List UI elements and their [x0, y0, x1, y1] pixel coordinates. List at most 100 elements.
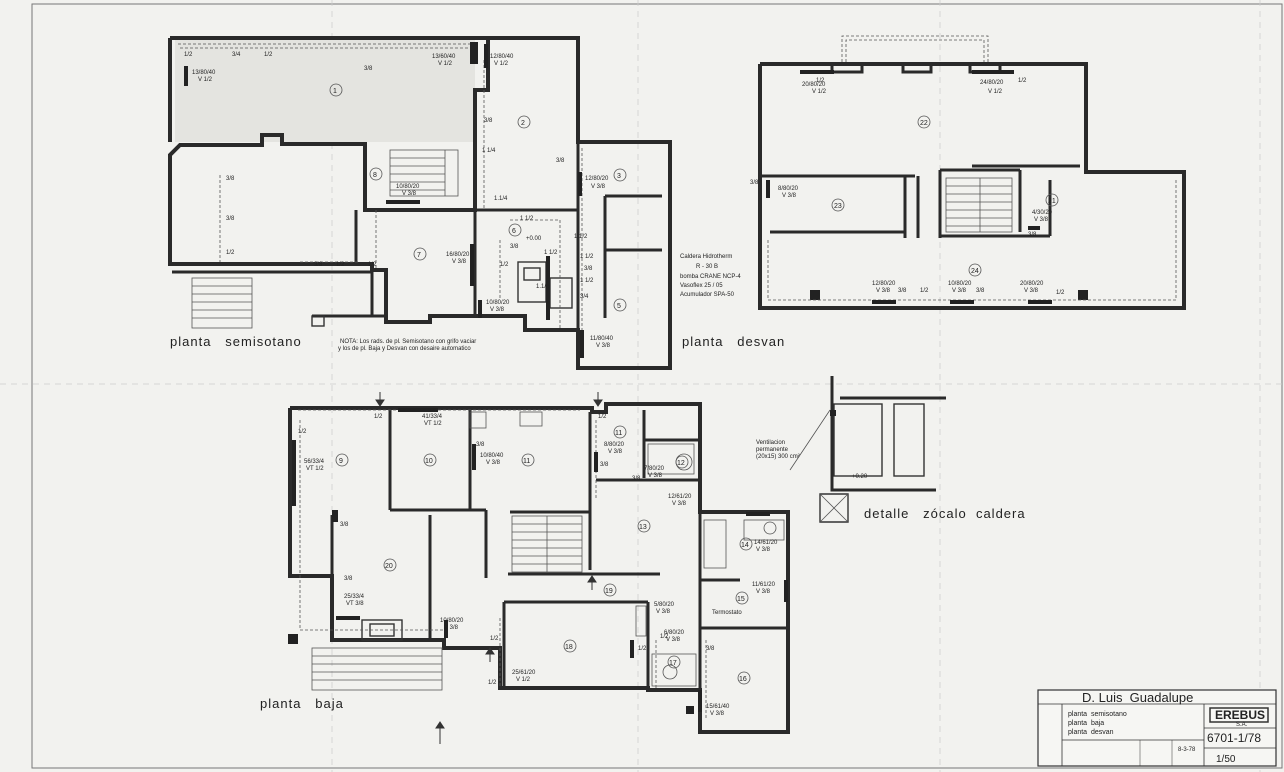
- drawing-label: 1/2: [374, 414, 383, 420]
- drawing-label: 3/8: [1028, 232, 1037, 238]
- drawing-label: 1/2: [368, 262, 377, 268]
- plan-baja: 9 10 11 11 12 13 14 15 16 17 18 19 20 56…: [260, 392, 790, 744]
- drawing-label: 25/33/4: [344, 594, 365, 600]
- radiator-spec: 13/60/40: [432, 54, 456, 60]
- drawing-label: 11: [523, 458, 530, 465]
- radiators-baja: [292, 408, 788, 712]
- drawing-label: 8/80/20: [778, 186, 799, 192]
- drawing-label: 14: [741, 542, 749, 549]
- drawing-label: 10/80/40: [480, 453, 504, 459]
- radiator-spec: V 1/2: [198, 77, 213, 83]
- drawing-label: Vasoflex 25 / 05: [680, 283, 723, 289]
- drawing-label: 11: [615, 430, 622, 437]
- drawing-label: 4/30/20: [1032, 210, 1053, 216]
- drawing-label: 3/8: [476, 442, 485, 448]
- semisotano-note-line-1: NOTA: Los rads. de pl. Semisotano con gr…: [340, 339, 476, 345]
- drawing-label: permanente: [756, 447, 789, 453]
- drawing-label: 3/8: [226, 176, 235, 182]
- drawing-label: 1/2: [488, 680, 497, 686]
- drawing-label: 3/8: [600, 462, 609, 468]
- pipe-network-baja: [298, 409, 707, 720]
- exterior-steps-baja: [311, 647, 443, 691]
- sheet-border: [31, 3, 1283, 769]
- drawing-label: V 3/8: [1034, 217, 1049, 223]
- drawing-label: 1/2: [660, 634, 669, 640]
- drawing-label: 15: [737, 596, 745, 603]
- sheet-list-item: planta semisotano: [1068, 711, 1127, 718]
- drawing-label: 6/80/20: [664, 630, 685, 636]
- drawing-label: 56/33/4: [304, 459, 325, 465]
- exterior-steps-semisotano: [191, 277, 253, 329]
- semisotano-outer-walls: [168, 36, 672, 370]
- radiator-spec: V 3/8: [452, 259, 467, 265]
- radiator-labels-semisotano: 13/80/40 V 1/2 13/60/40 V 1/2 12/80/40 V…: [192, 54, 614, 349]
- drawing-label: 1/2: [490, 636, 499, 642]
- drawing-label: 3/4: [232, 52, 241, 58]
- drawing-label: V 3/8: [656, 609, 671, 615]
- drawing-label: 1 1/2: [544, 250, 558, 256]
- drawing-label: 3/8: [584, 266, 593, 272]
- radiator-spec: V 3/8: [490, 307, 505, 313]
- drawing-label: 20: [385, 563, 393, 570]
- drawing-label: V 3/8: [756, 589, 771, 595]
- plan-desvan: 21 22 23 24 20/80/20 V 1/2 24/80/20 V 1/…: [682, 35, 1186, 349]
- drawing-label: 18: [565, 644, 573, 651]
- drawing-label: V 3/8: [710, 711, 725, 717]
- drawing-label: 1 1/2: [580, 278, 594, 284]
- drawing-label: 1/2: [264, 52, 273, 58]
- sheet-list-item: planta desvan: [1068, 729, 1114, 736]
- drawing-label: V 3/8: [876, 288, 891, 294]
- drawing-label: 3/8: [344, 576, 353, 582]
- drawing-label: V 3/8: [672, 501, 687, 507]
- radiator-spec: 13/80/40: [192, 70, 216, 76]
- radiator-spec: V 3/8: [591, 184, 606, 190]
- drawing-label: bomba CRANE NCP-4: [680, 274, 741, 280]
- drawing-label: R - 30 B: [696, 264, 718, 270]
- drawing-label: VT 1/2: [306, 466, 324, 472]
- radiators-semisotano: [184, 42, 584, 358]
- radiator-spec: 10/80/20: [486, 300, 510, 306]
- room-number: 3: [617, 173, 621, 180]
- drawing-label: 12/80/20: [872, 281, 896, 287]
- pipe-network-semisotano: [178, 43, 583, 350]
- ventilation-note: Ventilacion permanente (20x15) 300 cm²: [756, 440, 800, 460]
- drawing-label: 13: [639, 524, 647, 531]
- drawing-label: 1.1/4: [494, 196, 508, 202]
- drawing-label: 22: [920, 120, 928, 127]
- radiator-spec: V 1/2: [494, 61, 509, 67]
- drawing-label: 3/4: [580, 294, 589, 300]
- stair-semisotano: [389, 149, 459, 197]
- drawing-label: V 1/2: [516, 677, 531, 683]
- drawing-label: 1/2: [336, 262, 345, 268]
- drawing-label: 20/80/20: [1020, 281, 1044, 287]
- plan-semisotano: 1 2 3 5 6 7 8 13/80/40 V 1/2 13/60/40 V …: [168, 36, 672, 370]
- desvan-roof-vents: [830, 35, 1002, 74]
- drawing-label: 1 1/2: [580, 254, 594, 260]
- room-number: 1: [333, 88, 337, 95]
- drawing-label: 3/8: [750, 180, 759, 186]
- drawing-label: 16: [739, 676, 747, 683]
- drawing-label: 10: [425, 458, 433, 465]
- drawing-label: 1/2: [598, 414, 607, 420]
- drawing-label: 3/8: [364, 66, 373, 72]
- radiator-spec: 12/80/40: [490, 54, 514, 60]
- drawing-label: VT 1/2: [424, 421, 442, 427]
- room-numbers-semisotano: 1 2 3 5 6 7 8: [329, 83, 627, 312]
- radiator-spec: 11/80/40: [590, 336, 614, 342]
- room-numbers-desvan: 21 22 23 24: [831, 115, 1059, 277]
- drawing-label: 41/33/4: [422, 414, 443, 420]
- company-suffix: S.A.: [1236, 722, 1248, 728]
- drawing-label: V 3/8: [952, 288, 967, 294]
- radiator-spec: 12/80/20: [585, 176, 609, 182]
- pipe-network-desvan: [767, 180, 1177, 301]
- drawing-label: 24: [971, 268, 979, 275]
- drawing-label: 3/8: [340, 522, 349, 528]
- pipe-sizes-semisotano: 1/2 3/4 1/2 3/8 1 1/4 3/8 1.1/4 3/8 1/2 …: [184, 52, 594, 300]
- semisotano-note-line-2: y los de pl. Baja y Desvan con desaire a…: [338, 346, 471, 352]
- room-number: 6: [512, 228, 516, 235]
- radiators-desvan: [766, 70, 1052, 304]
- drawing-label: 3/8: [226, 216, 235, 222]
- room-number: 5: [617, 303, 621, 310]
- radiator-labels-desvan: 20/80/20 V 1/2 24/80/20 V 1/2 8/80/20 V …: [778, 80, 1053, 294]
- sheet-list-item: planta baja: [1068, 720, 1104, 727]
